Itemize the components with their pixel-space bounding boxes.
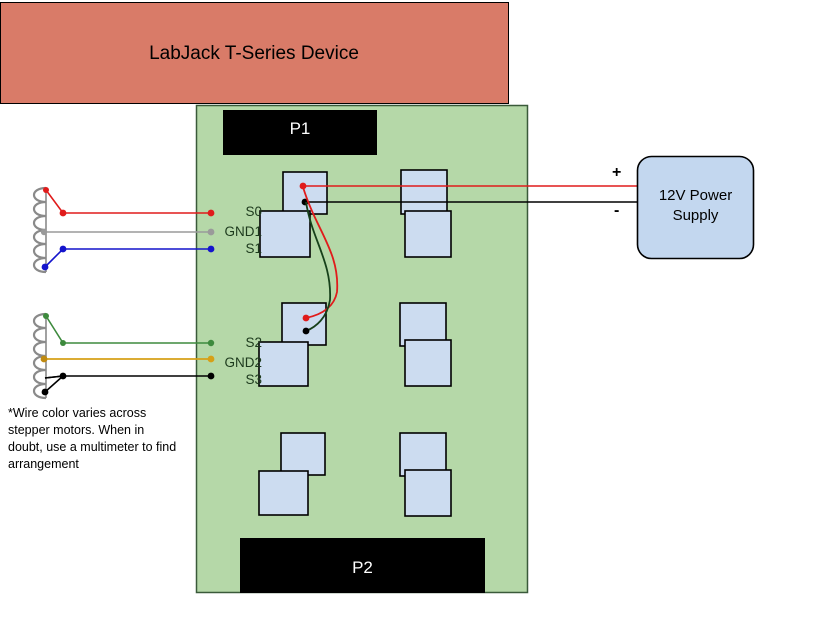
connector-p1-label: P1	[289, 119, 311, 138]
lead-s0-node-board	[207, 209, 215, 217]
lead-s3-wire-lower	[44, 375, 64, 393]
lead-gnd2-node-board	[207, 355, 215, 363]
terminal-block-3-top[interactable]	[281, 302, 327, 346]
wire-color-footnote: *Wire color varies across stepper motors…	[8, 406, 177, 471]
lead-s1-node-board	[207, 245, 215, 253]
terminal-block-2-top[interactable]	[400, 169, 448, 215]
lead-s2-node-coil	[43, 313, 49, 319]
lead-gnd1-node-board	[207, 228, 215, 236]
power-supply-label-line1: 12V Power	[658, 187, 733, 204]
connector-p1-body	[223, 110, 377, 155]
lead-gnd1-node-coil	[40, 228, 48, 236]
labjack-device-block	[0, 2, 509, 104]
terminal-block-6-bottom[interactable]	[404, 469, 452, 517]
page-title: LabJack T-Series Device	[149, 43, 359, 64]
wire-jumper-green	[305, 201, 331, 332]
pin-label-s0: S0	[245, 204, 262, 219]
pin-label-s2: S2	[245, 335, 262, 350]
connector-p2-body	[240, 538, 485, 593]
pin-label-gnd2: GND2	[224, 355, 262, 370]
pin-label-s1: S1	[245, 241, 262, 256]
terminal-block-6-top[interactable]	[399, 432, 447, 477]
terminal-block-3-bottom[interactable]	[258, 341, 309, 387]
power-supply-box[interactable]	[636, 155, 755, 260]
lead-s0-node-bend	[59, 209, 67, 217]
terminal-block-5-top[interactable]	[280, 432, 326, 476]
terminal-block-1-bottom[interactable]	[259, 210, 311, 258]
lead-s0-node-coil	[43, 187, 49, 193]
lead-s2-node-bend	[60, 340, 66, 346]
power-supply-minus-label: -	[614, 202, 620, 219]
terminal-block-5-bottom[interactable]	[258, 470, 309, 516]
connector-p2-label: P2	[352, 558, 373, 577]
power-supply-plus-label: +	[612, 164, 622, 181]
terminal-blocks-group	[258, 169, 452, 517]
terminal-block-2-bottom[interactable]	[404, 210, 452, 258]
lead-s2-node-board	[207, 339, 215, 347]
wire-jumper-red-node-lower	[302, 314, 310, 322]
lead-s3-node-bend	[59, 372, 67, 380]
lead-s3-node-coil	[41, 388, 49, 396]
wire-power-positive-node-board	[299, 182, 307, 190]
lead-s3-node-board	[207, 372, 215, 380]
lead-s1-node-bend	[59, 245, 67, 253]
power-supply-label-line2: Supply	[672, 207, 719, 224]
lead-s1-node-coil	[41, 263, 49, 271]
lead-gnd2-node-coil	[40, 355, 48, 363]
wire-jumper-red	[302, 186, 339, 319]
wire-jumper-green-node-lower	[302, 327, 310, 335]
terminal-block-4-bottom[interactable]	[404, 339, 452, 387]
pin-label-s3: S3	[245, 372, 262, 387]
pin-label-gnd1: GND1	[224, 224, 262, 239]
